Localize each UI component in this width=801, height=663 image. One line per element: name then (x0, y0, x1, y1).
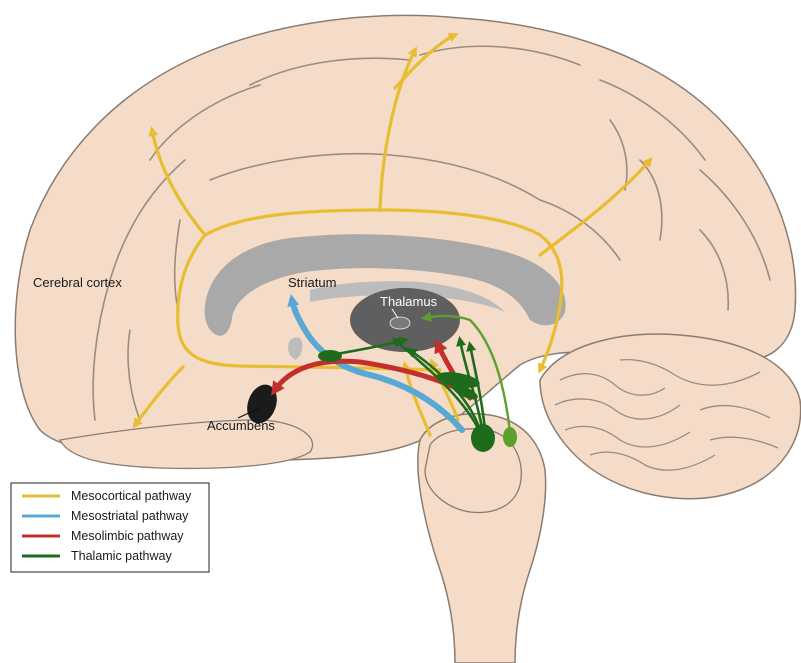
cerebellum (540, 334, 801, 499)
label-cerebral-cortex: Cerebral cortex (33, 275, 122, 290)
nucleus-left (318, 350, 342, 362)
nucleus-light-lower (503, 427, 517, 447)
legend: Mesocortical pathway Mesostriatal pathwa… (11, 483, 209, 572)
legend-label-mesostriatal: Mesostriatal pathway (71, 509, 189, 523)
legend-label-mesocortical: Mesocortical pathway (71, 489, 192, 503)
label-striatum: Striatum (288, 275, 336, 290)
nucleus-dark-lower (471, 424, 495, 452)
legend-label-mesolimbic: Mesolimbic pathway (71, 529, 184, 543)
label-accumbens: Accumbens (207, 418, 275, 433)
thalamus-nucleus (390, 317, 410, 329)
legend-label-thalamic: Thalamic pathway (71, 549, 172, 563)
label-thalamus: Thalamus (380, 294, 438, 309)
